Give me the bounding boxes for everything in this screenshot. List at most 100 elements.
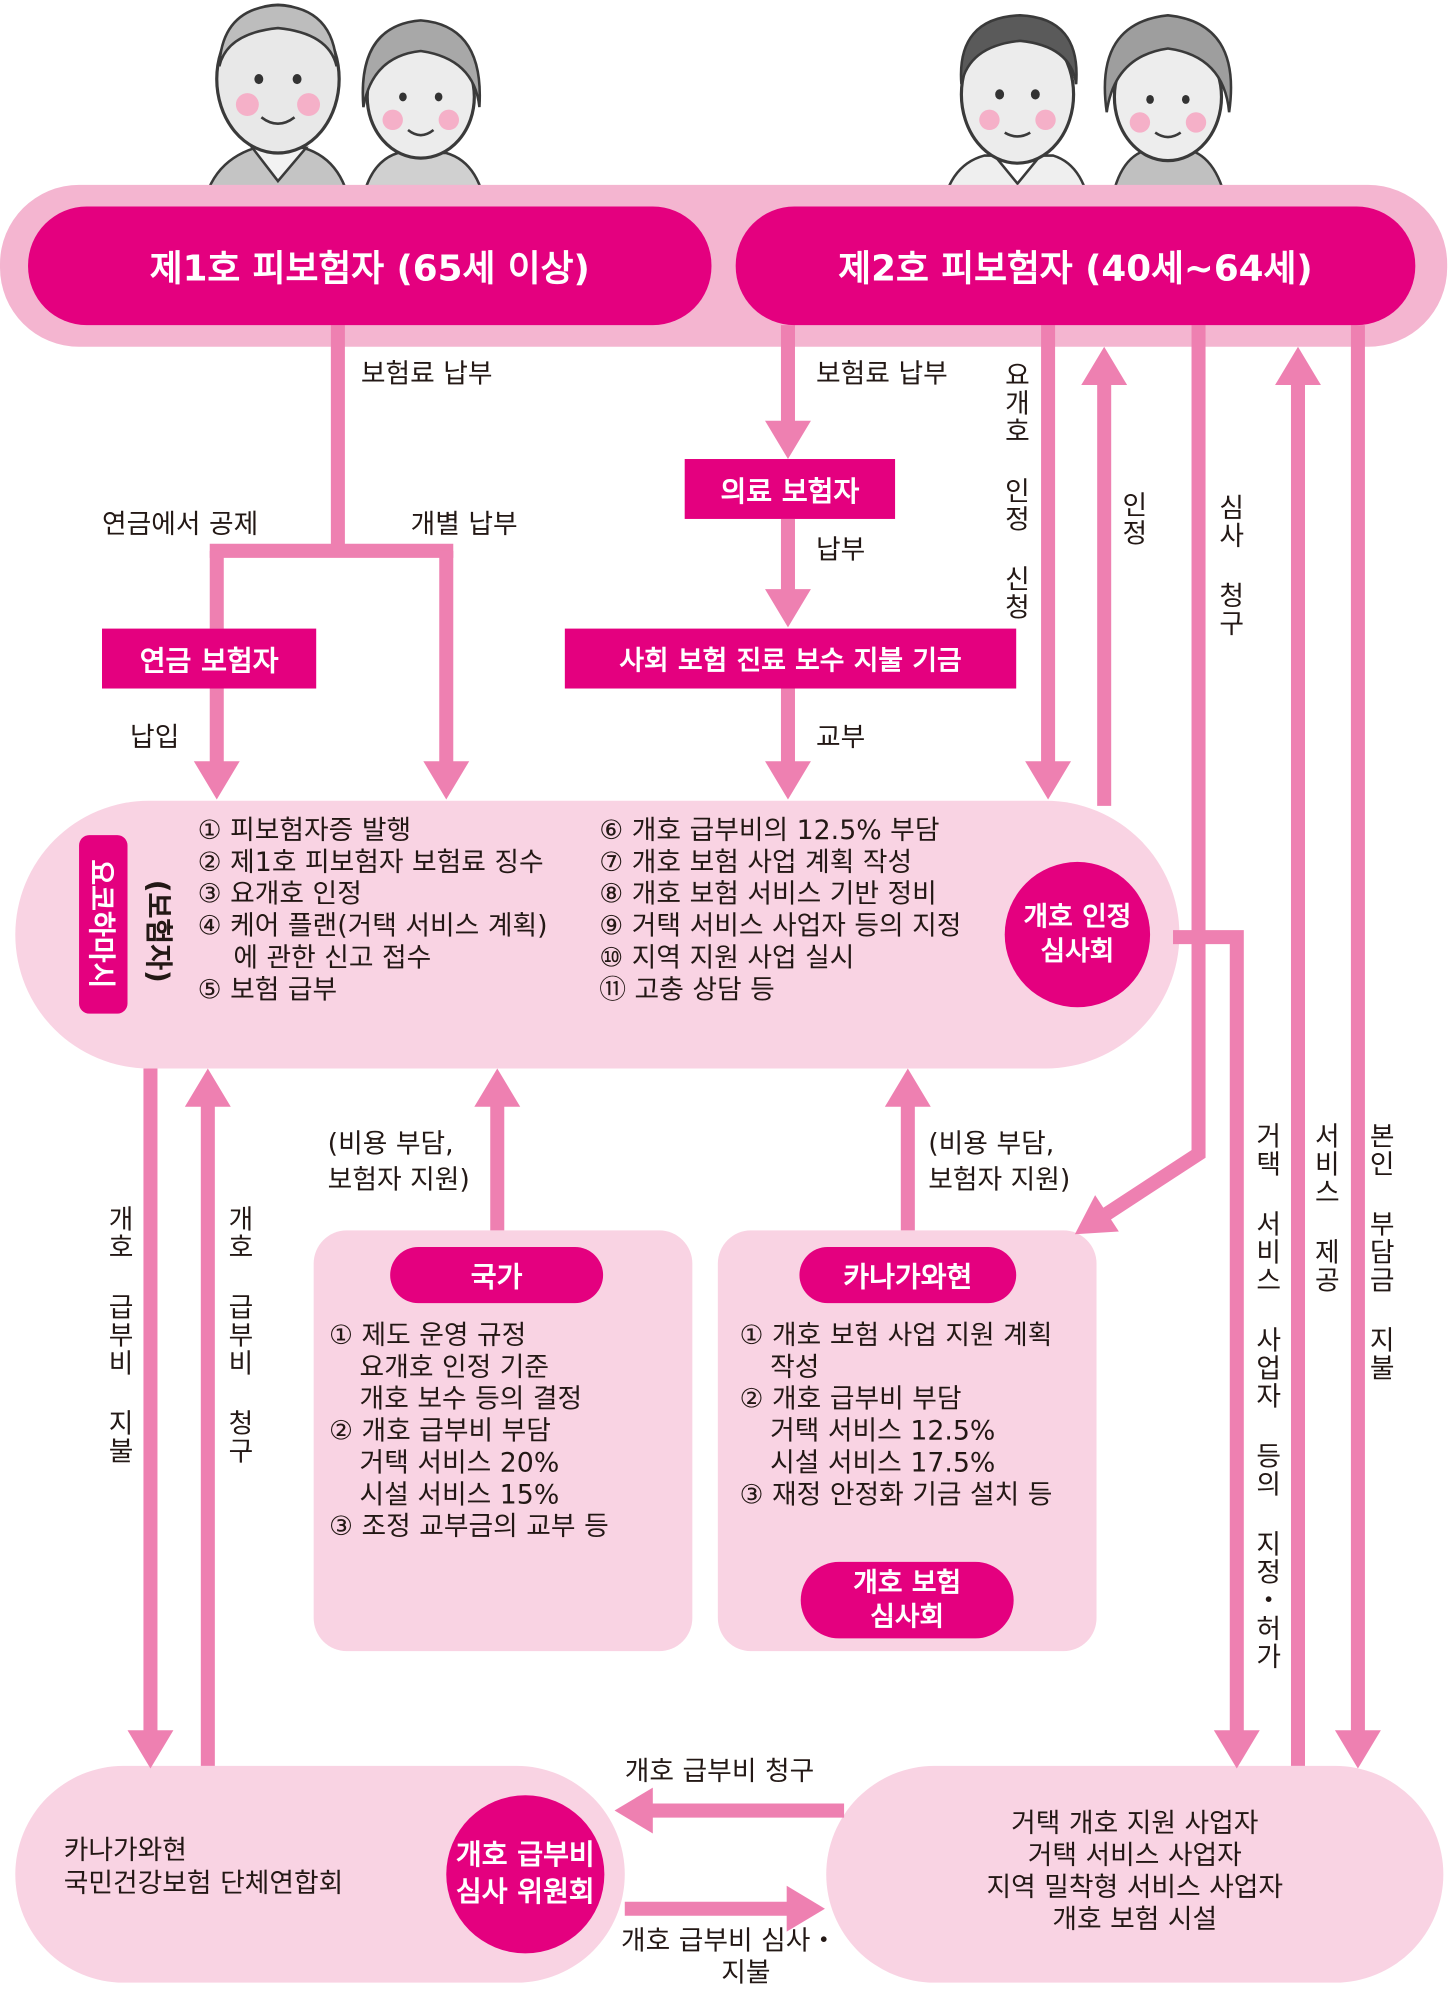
city-name-tag: 요코하마시 bbox=[79, 835, 128, 1014]
committee-line: 심사 위원회 bbox=[455, 1876, 595, 1909]
role-item: ③ 재정 안정화 기금 설치 등 bbox=[739, 1479, 1053, 1510]
fund-label: 사회 보험 진료 보수 지불 기금 bbox=[619, 644, 962, 676]
providers-panel bbox=[826, 1765, 1444, 1983]
benefit-payment-label: 개호 급부비 지불 bbox=[104, 1204, 136, 1466]
federation-line: 카나가와현 bbox=[63, 1834, 187, 1866]
duty-item: ⑩ 지역 지원 사업 실시 bbox=[599, 942, 855, 973]
committee-line: 개호 급부비 bbox=[455, 1839, 595, 1872]
role-item: ② 개호 급부비 부담 bbox=[739, 1383, 962, 1415]
committee-line: 개호 인정 bbox=[1023, 901, 1132, 933]
medical-insurer-label: 의료 보험자 bbox=[720, 476, 860, 509]
pension-deduction-label: 연금에서 공제 bbox=[102, 508, 259, 540]
certification-arrow bbox=[1081, 346, 1128, 806]
city-role: (보험자) bbox=[141, 879, 174, 983]
copayment-label: 본인 부담금 지불 bbox=[1365, 1122, 1397, 1383]
role-item: ① 제도 운영 규정 bbox=[328, 1319, 527, 1351]
support-line: (비용 부담, bbox=[327, 1128, 454, 1160]
federation-name: 카나가와현 국민건강보험 단체연합회 bbox=[64, 1834, 343, 1900]
designation-label: 거택 서비스 사업자 등의 지정・허가 bbox=[1252, 1122, 1283, 1671]
role-item-continuation: 작성 bbox=[770, 1351, 820, 1383]
state-support-label: (비용 부담, 보험자 지원) bbox=[328, 1126, 470, 1197]
provider-item: 개호 보험 시설 bbox=[1052, 1903, 1218, 1935]
medical-insurer-box: 의료 보험자 bbox=[684, 459, 896, 519]
pension-insurer-box: 연금 보험자 bbox=[102, 628, 317, 689]
fund-box: 사회 보험 진료 보수 지불 기금 bbox=[564, 628, 1017, 689]
role-item-continuation: 거택 서비스 12.5% bbox=[770, 1415, 996, 1446]
review-request-label: 심사 청구 bbox=[1215, 493, 1246, 638]
settlement-payment-arrow bbox=[624, 1885, 825, 1932]
benefit-review-committee: 개호 급부비 심사 위원회 bbox=[446, 1795, 605, 1954]
settlement-claim-label: 개호 급부비 청구 bbox=[624, 1755, 815, 1787]
individual-payment-label: 개별 납부 bbox=[410, 508, 518, 540]
provider-item: 거택 서비스 사업자 bbox=[1027, 1839, 1242, 1871]
duty-item: ⑤ 보험 급부 bbox=[197, 974, 338, 1005]
service-provision-label: 서비스 제공 bbox=[1310, 1122, 1342, 1295]
designation-arrow bbox=[1173, 930, 1260, 1769]
copayment-arrow bbox=[1334, 325, 1381, 1769]
support-line: (비용 부담, bbox=[928, 1128, 1055, 1160]
duty-item: ③ 요개호 인정 bbox=[197, 878, 362, 910]
benefit-payment-arrow bbox=[127, 1068, 174, 1769]
provider-item: 거택 개호 지원 사업자 bbox=[1011, 1808, 1259, 1839]
care-application-arrow bbox=[1025, 325, 1072, 800]
role-item-continuation: 요개호 인정 기준 bbox=[359, 1351, 550, 1383]
care-insurance-council-pill: 개호 보험 심사회 bbox=[800, 1561, 1014, 1639]
duty-item: ⑧ 개호 보험 서비스 기반 정비 bbox=[599, 878, 937, 910]
role-item-continuation: 개호 보수 등의 결정 bbox=[359, 1383, 583, 1415]
role-item: ① 개호 보험 사업 지원 계획 bbox=[739, 1319, 1053, 1351]
review-request-arrow bbox=[1074, 325, 1206, 1235]
duty-item: ② 제1호 피보험자 보험료 징수 bbox=[197, 846, 544, 878]
settlement-review-label: 개호 급부비 심사・ bbox=[620, 1925, 838, 1956]
service-provision-arrow bbox=[1275, 346, 1321, 1766]
city-role-tag: (보험자) bbox=[141, 867, 179, 995]
benefit-claim-arrow bbox=[184, 1068, 231, 1766]
role-item: ③ 조정 교부금의 교부 등 bbox=[328, 1510, 609, 1542]
payment-label: 납부 bbox=[816, 534, 866, 565]
care-certification-committee: 개호 인정 심사회 bbox=[1004, 861, 1151, 1008]
support-line: 보험자 지원) bbox=[327, 1164, 470, 1195]
care-application-label: 요개호 인정 신청 bbox=[1000, 360, 1032, 621]
premium-left-label: 보험료 납부 bbox=[360, 358, 493, 389]
role-item: ② 개호 급부비 부담 bbox=[328, 1415, 551, 1446]
first-insured-pill: 제1호 피보험자 (65세 이상) bbox=[28, 206, 712, 326]
benefit-claim-label: 개호 급부비 청구 bbox=[224, 1204, 256, 1466]
prefecture-support-label: (비용 부담, 보험자 지원) bbox=[928, 1126, 1070, 1197]
provider-item: 지역 밀착형 서비스 사업자 bbox=[986, 1871, 1284, 1903]
providers-list: 거택 개호 지원 사업자 거택 서비스 사업자 지역 밀착형 서비스 사업자 개… bbox=[842, 1808, 1429, 1936]
city-panel bbox=[15, 800, 1180, 1069]
prefecture-name: 카나가와현 bbox=[843, 1262, 973, 1295]
role-item-continuation: 시설 서비스 17.5% bbox=[770, 1447, 996, 1478]
second-insured-pill: 제2호 피보험자 (40세~64세) bbox=[735, 206, 1416, 326]
federation-line: 국민건강보험 단체연합회 bbox=[63, 1867, 344, 1899]
role-item-continuation: 시설 서비스 15% bbox=[359, 1479, 560, 1510]
duty-item: ⑨ 거택 서비스 사업자 등의 지정 bbox=[599, 910, 962, 941]
premium-right-label: 보험료 납부 bbox=[816, 358, 948, 389]
city-duties-left: ① 피보험자증 발행 ② 제1호 피보험자 보험료 징수 ③ 요개호 인정 ④ … bbox=[198, 815, 548, 1006]
council-line: 심사회 bbox=[870, 1601, 945, 1633]
state-name: 국가 bbox=[470, 1262, 523, 1295]
state-roles: ① 제도 운영 규정 요개호 인정 기준 개호 보수 등의 결정 ② 개호 급부… bbox=[329, 1320, 609, 1543]
prefecture-support-arrow bbox=[884, 1068, 931, 1231]
duty-item: ⑥ 개호 급부비의 12.5% 부담 bbox=[599, 814, 940, 846]
state-pill: 국가 bbox=[390, 1246, 604, 1304]
council-line: 개호 보험 bbox=[853, 1567, 962, 1598]
duty-item: ⑪ 고충 상담 등 bbox=[599, 974, 775, 1005]
duty-item: ④ 케어 플랜(거택 서비스 계획) bbox=[197, 910, 548, 941]
state-support-arrow bbox=[474, 1068, 521, 1231]
duty-item: ⑦ 개호 보험 사업 계획 작성 bbox=[599, 846, 913, 878]
committee-line: 심사회 bbox=[1040, 935, 1115, 967]
grant-label: 교부 bbox=[816, 721, 866, 753]
duty-item: ① 피보험자증 발행 bbox=[197, 814, 412, 846]
second-insured-label: 제2호 피보험자 (40세~64세) bbox=[838, 246, 1313, 289]
duty-item-continuation: 에 관한 신고 접수 bbox=[233, 942, 432, 973]
premium-right-flow bbox=[765, 325, 811, 800]
premium-left-flow bbox=[193, 325, 470, 800]
pension-insurer-label: 연금 보험자 bbox=[139, 645, 279, 678]
prefecture-pill: 카나가와현 bbox=[799, 1246, 1017, 1304]
settlement-claim-arrow bbox=[614, 1787, 845, 1834]
prefecture-roles: ① 개호 보험 사업 지원 계획 작성 ② 개호 급부비 부담 거택 서비스 1… bbox=[740, 1320, 1053, 1511]
support-line: 보험자 지원) bbox=[928, 1164, 1071, 1195]
city-duties-right: ⑥ 개호 급부비의 12.5% 부담 ⑦ 개호 보험 사업 계획 작성 ⑧ 개호… bbox=[599, 815, 961, 1006]
